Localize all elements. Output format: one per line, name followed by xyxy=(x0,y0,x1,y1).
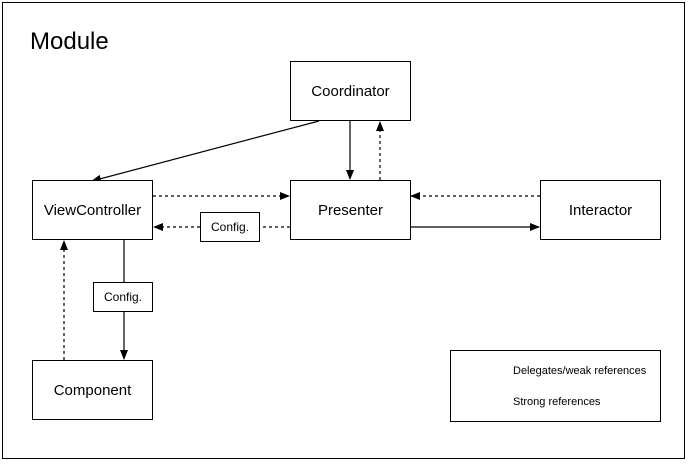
component-node: Component xyxy=(32,360,153,420)
interactor-node: Interactor xyxy=(540,180,661,240)
legend-delegates-label: Delegates/weak references xyxy=(513,365,647,377)
coordinator-node: Coordinator xyxy=(290,61,411,121)
presenter-node: Presenter xyxy=(290,180,411,240)
config-label-presenter-to-view-controller: Config. xyxy=(200,212,260,242)
legend-box: Delegates/weak references Strong referen… xyxy=(450,350,661,422)
module-title: Module xyxy=(30,28,109,55)
module-frame xyxy=(2,2,685,459)
edge-coordinator-to-view-controller xyxy=(91,120,320,183)
config-label-view-controller-to-component: Config. xyxy=(93,282,153,312)
legend-strong-label: Strong references xyxy=(513,396,601,408)
view-controller-node: ViewController xyxy=(32,180,153,240)
